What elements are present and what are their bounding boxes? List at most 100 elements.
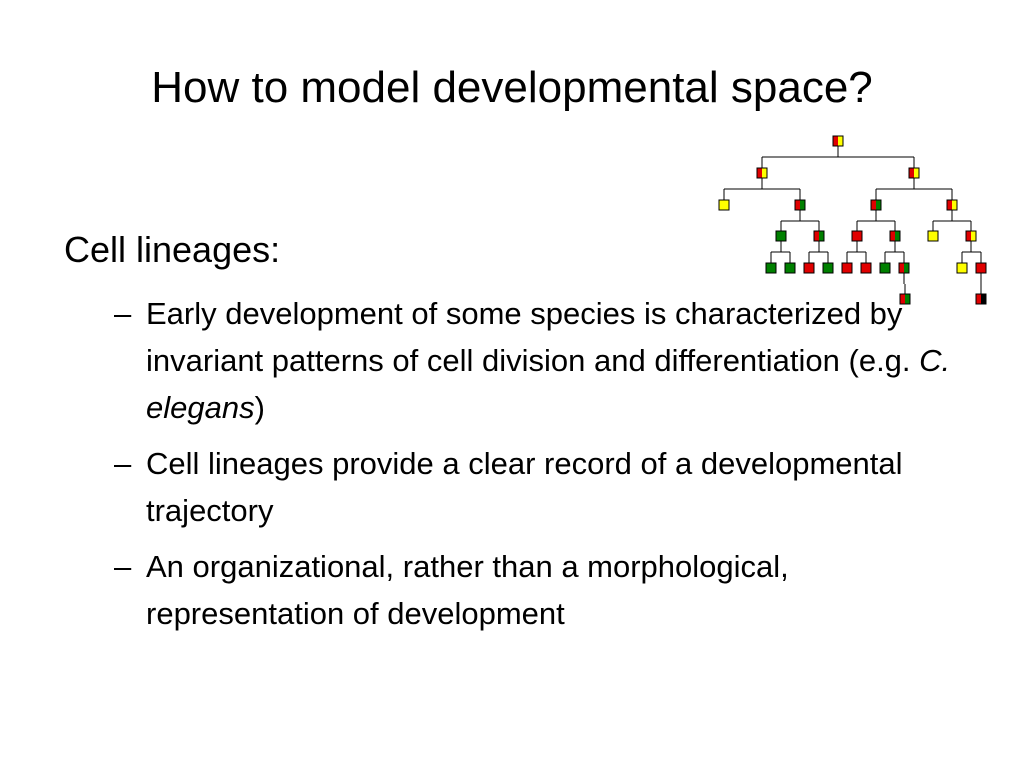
cell-node [975,293,987,305]
cell-node [775,230,787,242]
cell-fill-red [757,168,762,178]
cell-fill-black [981,294,986,304]
cell-outline [965,230,977,242]
lineage-branch [846,241,867,263]
cell-outline [841,262,853,274]
cell-node [822,262,834,274]
cell-outline [803,262,815,274]
cell-node [832,135,844,147]
cell-node [889,230,901,242]
cell-fill-red [976,263,986,273]
cell-node [841,262,853,274]
cell-fill-yellow [971,231,976,241]
lineage-branch [780,210,820,231]
cell-fill-red [900,294,905,304]
cell-node [908,167,920,179]
cell-node [879,262,891,274]
cell-node [860,262,872,274]
cell-node [784,262,796,274]
cell-fill-green [785,263,795,273]
cell-outline [775,230,787,242]
lineage-branch [961,241,982,263]
cell-outline [946,199,958,211]
cell-node [718,199,730,211]
cell-fill-green [904,263,909,273]
lineage-cells [718,135,987,305]
cell-outline [975,293,987,305]
cell-outline [784,262,796,274]
cell-fill-red [852,231,862,241]
cell-fill-green [776,231,786,241]
bullet-dash: – [114,446,132,481]
cell-node [946,199,958,211]
bullet-item: –An organizational, rather than a morpho… [114,543,974,637]
cell-node [956,262,968,274]
cell-fill-yellow [838,136,843,146]
cell-outline [975,262,987,274]
cell-fill-green [876,200,881,210]
cell-fill-green [819,231,824,241]
cell-outline [899,293,911,305]
cell-fill-red [899,263,904,273]
lineage-branch [932,210,972,231]
cell-fill-yellow [914,168,919,178]
lineage-edges [723,146,982,294]
bullet-text: An organizational, rather than a morphol… [146,549,789,631]
bullet-text: ) [254,390,265,425]
cell-fill-yellow [952,200,957,210]
cell-fill-green [880,263,890,273]
bullet-text: Early development of some species is cha… [146,296,920,378]
bullet-text-italic: C. elegans [146,343,951,425]
cell-node [898,262,910,274]
cell-node [870,199,882,211]
cell-outline [756,167,768,179]
cell-fill-green [823,263,833,273]
cell-outline [860,262,872,274]
cell-outline [908,167,920,179]
cell-fill-red [814,231,819,241]
lineage-branch [856,210,896,231]
cell-fill-red [804,263,814,273]
lineage-branch [884,241,905,263]
cell-node [975,262,987,274]
cell-node [813,230,825,242]
section-heading: Cell lineages: [64,229,281,270]
cell-outline [765,262,777,274]
cell-fill-red [890,231,895,241]
cell-fill-yellow [719,200,729,210]
cell-fill-red [966,231,971,241]
cell-fill-green [766,263,776,273]
cell-outline [870,199,882,211]
cell-fill-yellow [957,263,967,273]
bullet-item: –Early development of some species is ch… [114,290,974,431]
cell-node [756,167,768,179]
bullet-dash: – [114,296,132,331]
cell-outline [956,262,968,274]
lineage-branch [770,241,791,263]
cell-outline [813,230,825,242]
bullet-dash: – [114,549,132,584]
lineage-branch [808,241,829,263]
cell-fill-red [833,136,838,146]
cell-fill-red [976,294,981,304]
bullet-text: Cell lineages provide a clear record of … [146,446,903,528]
cell-outline [822,262,834,274]
cell-node [965,230,977,242]
cell-outline [879,262,891,274]
cell-fill-green [895,231,900,241]
cell-outline [851,230,863,242]
cell-fill-yellow [762,168,767,178]
lineage-branch [903,273,906,294]
cell-outline [794,199,806,211]
cell-fill-red [861,263,871,273]
cell-fill-red [795,200,800,210]
cell-fill-red [947,200,952,210]
cell-outline [927,230,939,242]
cell-node [899,293,911,305]
cell-node [803,262,815,274]
bullet-list: –Early development of some species is ch… [114,290,974,646]
bullet-item: –Cell lineages provide a clear record of… [114,440,974,534]
lineage-branch [761,146,915,168]
lineage-branch [723,178,801,200]
cell-outline [718,199,730,211]
